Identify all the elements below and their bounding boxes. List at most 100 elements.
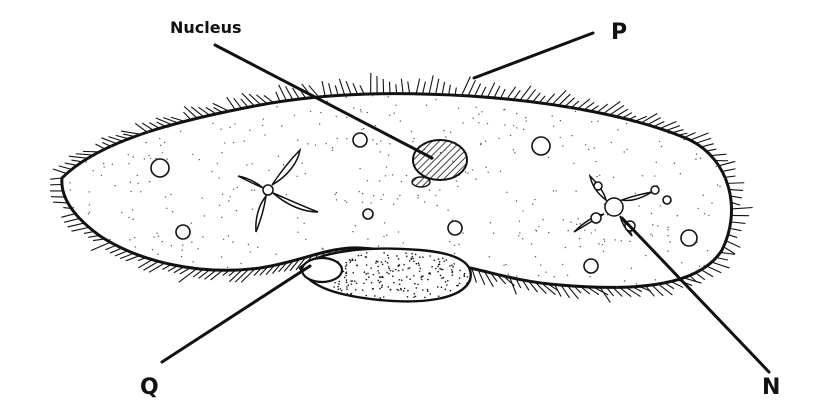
stipple-dot	[350, 293, 352, 295]
stipple-dot	[388, 273, 390, 275]
stipple-dot	[294, 115, 295, 116]
stipple-dot	[103, 163, 104, 164]
cilium	[68, 223, 85, 227]
stipple-dot	[130, 191, 131, 192]
stipple-dot	[534, 199, 535, 200]
cilium	[401, 79, 403, 94]
stipple-dot	[651, 213, 652, 214]
stipple-dot	[467, 173, 468, 174]
cilium	[416, 79, 420, 94]
stipple-dot	[420, 277, 422, 279]
stipple-dot	[380, 199, 381, 200]
stipple-dot	[584, 229, 585, 230]
stipple-dot	[305, 173, 306, 174]
stipple-dot	[385, 260, 387, 262]
stipple-dot	[137, 183, 138, 184]
stipple-dot	[363, 282, 365, 284]
stipple-dot	[519, 232, 520, 233]
stipple-dot	[667, 229, 668, 230]
cilium	[722, 169, 735, 172]
stipple-dot	[233, 188, 234, 189]
stipple-dot	[377, 270, 379, 272]
cilium	[53, 202, 68, 203]
stipple-dot	[360, 109, 361, 110]
stipple-dot	[268, 170, 269, 171]
stipple-dot	[655, 279, 656, 280]
stipple-dot	[401, 279, 403, 281]
stipple-dot	[152, 249, 153, 250]
stipple-dot	[441, 277, 443, 279]
stipple-dot	[128, 163, 129, 164]
stipple-dot	[700, 158, 701, 159]
stipple-dot	[371, 282, 373, 284]
stipple-dot	[251, 190, 252, 191]
stipple-dot	[578, 218, 579, 219]
cilium	[249, 94, 261, 105]
stipple-dot	[667, 250, 668, 251]
cilium	[156, 118, 172, 125]
stipple-dot	[388, 257, 390, 259]
stipple-dot	[597, 120, 598, 121]
stipple-dot	[276, 106, 277, 107]
stipple-dot	[219, 205, 220, 206]
stipple-dot	[164, 142, 165, 143]
stipple-dot	[367, 112, 368, 113]
stipple-dot	[456, 180, 457, 181]
stipple-dot	[446, 284, 448, 286]
stipple-dot	[489, 256, 490, 257]
stipple-dot	[378, 245, 379, 246]
stipple-dot	[322, 248, 323, 249]
stipple-dot	[344, 294, 346, 296]
stipple-dot	[412, 141, 413, 142]
stipple-dot	[233, 142, 234, 143]
stipple-dot	[201, 197, 202, 198]
stipple-dot	[407, 296, 409, 298]
stipple-dot	[405, 252, 407, 254]
stipple-dot	[359, 168, 360, 169]
stipple-dot	[562, 145, 563, 146]
stipple-dot	[229, 196, 230, 197]
stipple-dot	[542, 219, 543, 220]
stipple-dot	[480, 144, 481, 145]
stipple-dot	[383, 194, 384, 195]
stipple-dot	[344, 200, 345, 201]
stipple-dot	[359, 191, 360, 192]
stipple-dot	[403, 290, 405, 292]
cilium	[716, 258, 728, 261]
stipple-dot	[444, 261, 446, 263]
stipple-dot	[411, 131, 412, 132]
stipple-dot	[445, 289, 447, 291]
stipple-dot	[217, 163, 218, 164]
stipple-dot	[381, 261, 383, 263]
stipple-dot	[335, 194, 336, 195]
stipple-dot	[246, 164, 247, 165]
cilium	[50, 178, 62, 179]
stipple-dot	[377, 280, 379, 282]
stipple-dot	[156, 233, 157, 234]
stipple-dot	[296, 176, 297, 177]
cilium	[701, 270, 713, 277]
stipple-dot	[636, 283, 637, 284]
stipple-dot	[337, 286, 339, 288]
stipple-dot	[148, 155, 149, 156]
stipple-dot	[353, 107, 354, 108]
stipple-dot	[351, 283, 353, 285]
stipple-dot	[429, 273, 431, 275]
stipple-dot	[394, 112, 395, 113]
stipple-dot	[351, 280, 353, 282]
stipple-dot	[114, 185, 115, 186]
stipple-dot	[418, 264, 420, 266]
stipple-dot	[283, 164, 284, 165]
stipple-dot	[452, 271, 454, 273]
stipple-dot	[69, 182, 70, 183]
stipple-dot	[379, 288, 381, 290]
stipple-dot	[668, 226, 669, 227]
stipple-dot	[652, 235, 653, 236]
cilium	[731, 222, 746, 224]
stipple-dot	[443, 130, 444, 131]
cilium	[719, 161, 735, 165]
stipple-dot	[252, 163, 253, 164]
stipple-dot	[356, 282, 358, 284]
stipple-dot	[381, 286, 383, 288]
